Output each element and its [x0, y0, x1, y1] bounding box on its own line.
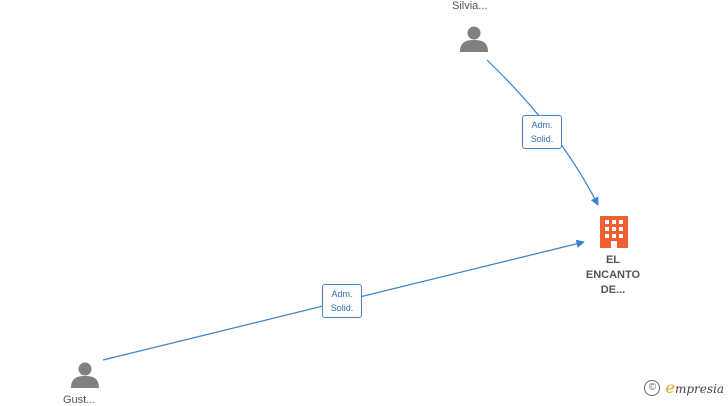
company-label-line: DE...: [600, 284, 626, 296]
edge-label-line: Adm.: [331, 289, 353, 299]
edge-label-line: Adm.: [531, 120, 553, 130]
company-label-line: ENCANTO: [585, 269, 641, 281]
copyright-icon: ©: [644, 379, 661, 396]
edge-label-line: Solid.: [530, 134, 554, 144]
company-label[interactable]: EL ENCANTO DE...: [573, 253, 653, 298]
company-label-line: EL: [605, 254, 621, 266]
edge-label-line: Solid.: [330, 303, 354, 313]
brand-logo: empresia: [665, 378, 724, 397]
person-icon[interactable]: [71, 362, 99, 389]
edge-label-top[interactable]: Adm. Solid.: [522, 115, 562, 149]
building-icon[interactable]: [600, 216, 628, 248]
person-icon[interactable]: [460, 26, 488, 53]
person-bottom-label[interactable]: Gust...: [63, 394, 96, 406]
empresia-watermark: © empresia: [644, 378, 724, 397]
person-top-label[interactable]: Silvia...: [452, 0, 488, 12]
edge-label-bottom[interactable]: Adm. Solid.: [322, 284, 362, 318]
